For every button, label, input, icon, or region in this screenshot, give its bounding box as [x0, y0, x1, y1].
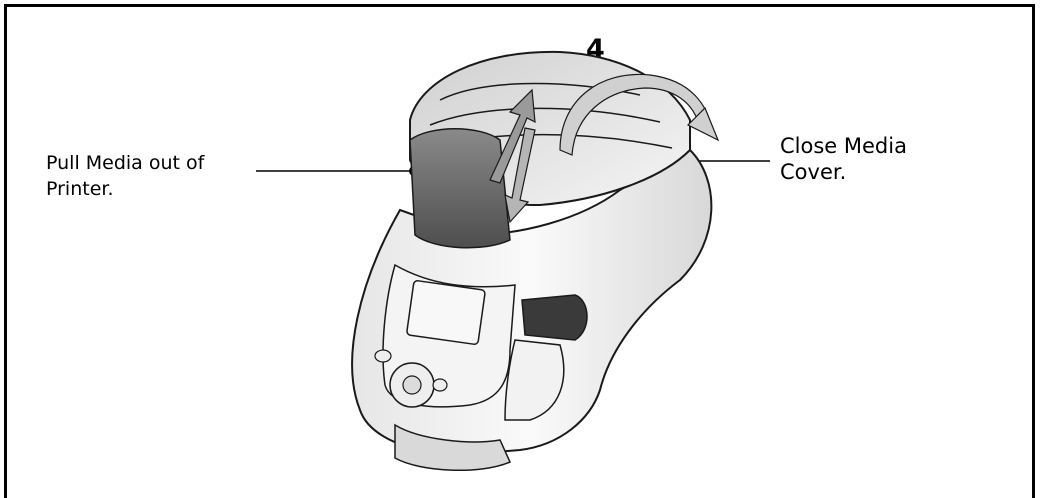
- side-latch: [521, 294, 588, 341]
- callout-close-cover-line1: Close Media: [780, 134, 907, 158]
- keypad-button-left: [374, 349, 392, 363]
- callout-close-cover: Close Media Cover.: [780, 133, 980, 185]
- display-screen: [406, 280, 486, 345]
- down-arrow-icon: [504, 127, 536, 224]
- side-panel: [504, 339, 565, 421]
- belt-clip: [394, 423, 511, 472]
- keypad-button-right: [432, 378, 448, 392]
- keypad-center: [402, 375, 422, 395]
- callout-pull-media: Pull Media out of Printer.: [46, 150, 276, 202]
- media-paper: [409, 128, 511, 249]
- curved-arrow-head: [686, 106, 720, 142]
- callout-close-cover-line2: Cover.: [780, 160, 847, 184]
- up-arrow-icon: [489, 88, 536, 184]
- callout-pull-media-line1: Pull Media out of: [46, 152, 205, 174]
- callout-pull-media-line2: Printer.: [46, 178, 114, 200]
